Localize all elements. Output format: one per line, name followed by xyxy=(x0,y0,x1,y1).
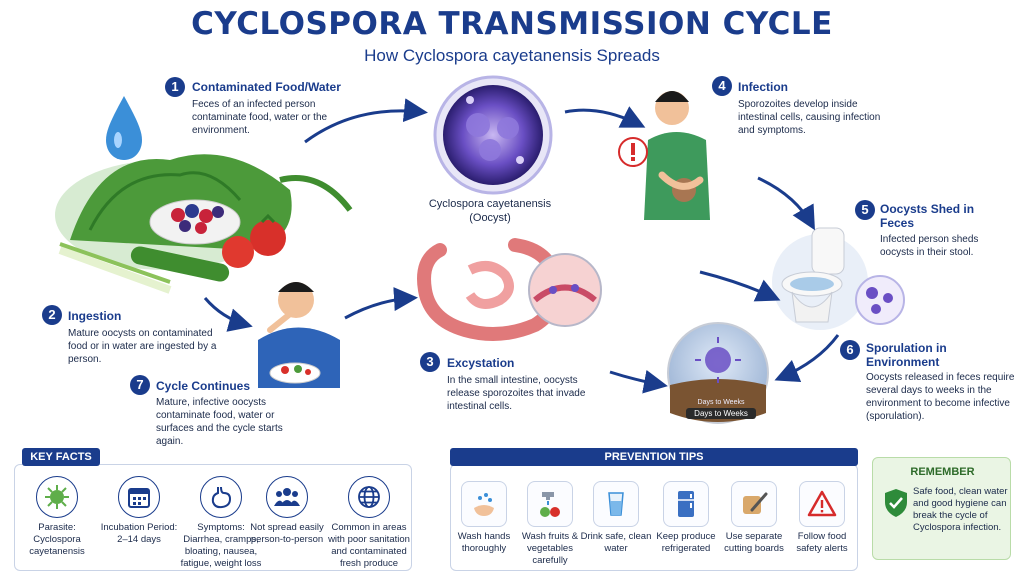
person-eating-illustration xyxy=(258,282,340,388)
warning-icon xyxy=(799,481,845,527)
step-7-desc: Mature, infective oocysts contaminate fo… xyxy=(156,397,283,447)
step-2-title: Ingestion xyxy=(68,309,122,323)
tip-cutting-boards: Use separate cutting boards xyxy=(718,481,790,555)
step-2-number: 2 xyxy=(42,305,62,325)
step-4-title: Infection xyxy=(738,80,788,94)
step-5-number: 5 xyxy=(855,200,875,220)
shield-check-icon xyxy=(883,488,909,523)
step-3-title: Excystation xyxy=(447,356,515,370)
fact-label: Common in areas with poor sanitation and… xyxy=(328,522,410,569)
arrow-4-to-5 xyxy=(757,176,815,231)
tip-label: Use separate cutting boards xyxy=(724,531,784,554)
step-1-number: 1 xyxy=(165,77,185,97)
tip-safety-alerts: Follow food safety alerts xyxy=(786,481,858,555)
globe-icon xyxy=(348,476,390,518)
key-facts-heading: KEY FACTS xyxy=(22,448,100,466)
step-7-title: Cycle Continues xyxy=(156,379,251,393)
fact-transmission: Not spread easily person-to-person xyxy=(246,476,328,546)
fact-label: Not spread easily person-to-person xyxy=(250,522,324,545)
calendar-icon xyxy=(118,476,160,518)
parasite-icon xyxy=(36,476,78,518)
tip-wash-hands: Wash hands thoroughly xyxy=(448,481,520,555)
produce-illustration xyxy=(55,154,353,294)
page-title: CYCLOSPORA TRANSMISSION CYCLE xyxy=(191,6,833,42)
step-6-desc: Oocysts released in feces require severa… xyxy=(866,372,1015,422)
oocyst-cell-illustration xyxy=(433,75,553,195)
remember-heading: REMEMBER xyxy=(910,466,975,478)
tip-label: Keep produce refrigerated xyxy=(656,531,716,554)
refrigerator-icon xyxy=(663,481,709,527)
fact-label: Incubation Period: 2–14 days xyxy=(100,522,178,545)
stomach-icon xyxy=(200,476,242,518)
arrow-3-to-6 xyxy=(609,369,668,394)
fact-parasite: Parasite: Cyclospora cayetanensis xyxy=(16,476,98,558)
step-7-number: 7 xyxy=(130,375,150,395)
people-icon xyxy=(266,476,308,518)
prevention-panel xyxy=(450,464,858,571)
tip-label: Wash hands thoroughly xyxy=(457,531,511,554)
fact-label: Parasite: Cyclospora cayetanensis xyxy=(29,522,85,557)
arrow-5-to-6 xyxy=(774,334,840,383)
oocyst-name: Cyclospora cayetanensis xyxy=(428,198,552,210)
sporulation-badge-top: Days to Weeks xyxy=(697,399,745,406)
arrow-2-to-3 xyxy=(344,287,418,320)
tip-label: Wash fruits & vegetables carefully xyxy=(521,531,579,566)
sporulation-badge-bottom: Days to Weeks xyxy=(686,408,756,419)
tip-wash-produce: Wash fruits & vegetables carefully xyxy=(514,481,586,567)
remember-box: REMEMBER Safe food, clean water and good… xyxy=(872,457,1011,560)
handwash-icon xyxy=(461,481,507,527)
oocyst-note: (Oocyst) xyxy=(469,212,511,224)
cutting-board-icon xyxy=(731,481,777,527)
fact-incubation: Incubation Period: 2–14 days xyxy=(98,476,180,546)
intestine-illustration xyxy=(417,238,602,341)
toilet-illustration xyxy=(772,227,905,330)
fact-symptoms: Symptoms: Diarrhea, cramps, bloating, na… xyxy=(180,476,262,570)
page-subtitle: How Cyclospora cayetanensis Spreads xyxy=(364,46,660,65)
fact-label: Symptoms: Diarrhea, cramps, bloating, na… xyxy=(180,522,262,569)
arrow-intestine-to-5 xyxy=(699,270,781,302)
step-3-number: 3 xyxy=(420,352,440,372)
prevention-heading: PREVENTION TIPS xyxy=(450,448,858,466)
water-glass-icon xyxy=(593,481,639,527)
person-sick-illustration xyxy=(644,91,710,220)
step-5-desc: Infected person sheds oocysts in their s… xyxy=(880,234,979,258)
arrow-oocyst-to-4 xyxy=(564,106,646,128)
tip-label: Follow food safety alerts xyxy=(796,531,848,554)
remember-text: Safe food, clean water and good hygiene … xyxy=(913,486,1008,533)
tip-label: Drink safe, clean water xyxy=(580,531,652,554)
water-drop-icon xyxy=(106,96,142,160)
faucet-produce-icon xyxy=(527,481,573,527)
tip-refrigerate: Keep produce refrigerated xyxy=(650,481,722,555)
step-1-title: Contaminated Food/Water xyxy=(192,80,341,94)
step-2-desc: Mature oocysts on contaminated food or i… xyxy=(68,328,217,365)
step-3-desc: In the small intestine, oocysts release … xyxy=(447,375,586,412)
step-4-number: 4 xyxy=(712,76,732,96)
oocyst-label: Cyclospora cayetanensis (Oocyst) xyxy=(410,197,570,225)
step-6-title: Sporulation in Environment xyxy=(866,341,947,369)
step-4-desc: Sporozoites develop inside intestinal ce… xyxy=(738,99,881,136)
step-6-number: 6 xyxy=(840,340,860,360)
alert-icon xyxy=(618,137,648,167)
tip-safe-water: Drink safe, clean water xyxy=(580,481,652,555)
arrow-1-to-oocyst xyxy=(304,98,428,144)
fact-regions: Common in areas with poor sanitation and… xyxy=(328,476,410,570)
step-1-desc: Feces of an infected person contaminate … xyxy=(192,99,328,136)
arrow-1-to-2 xyxy=(203,297,253,332)
sporulation-time-badge: Days to Weeks Days to Weeks xyxy=(686,398,756,419)
step-5-title: Oocysts Shed in Feces xyxy=(880,202,975,230)
